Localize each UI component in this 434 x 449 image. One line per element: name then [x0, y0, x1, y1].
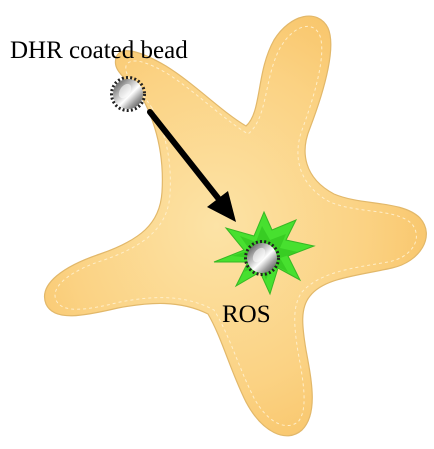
engulfed-bead-icon — [246, 242, 279, 275]
ros-label: ROS — [222, 302, 271, 327]
bead-label: DHR coated bead — [10, 38, 188, 63]
cell-shape — [45, 16, 427, 436]
bead-icon — [112, 78, 145, 111]
